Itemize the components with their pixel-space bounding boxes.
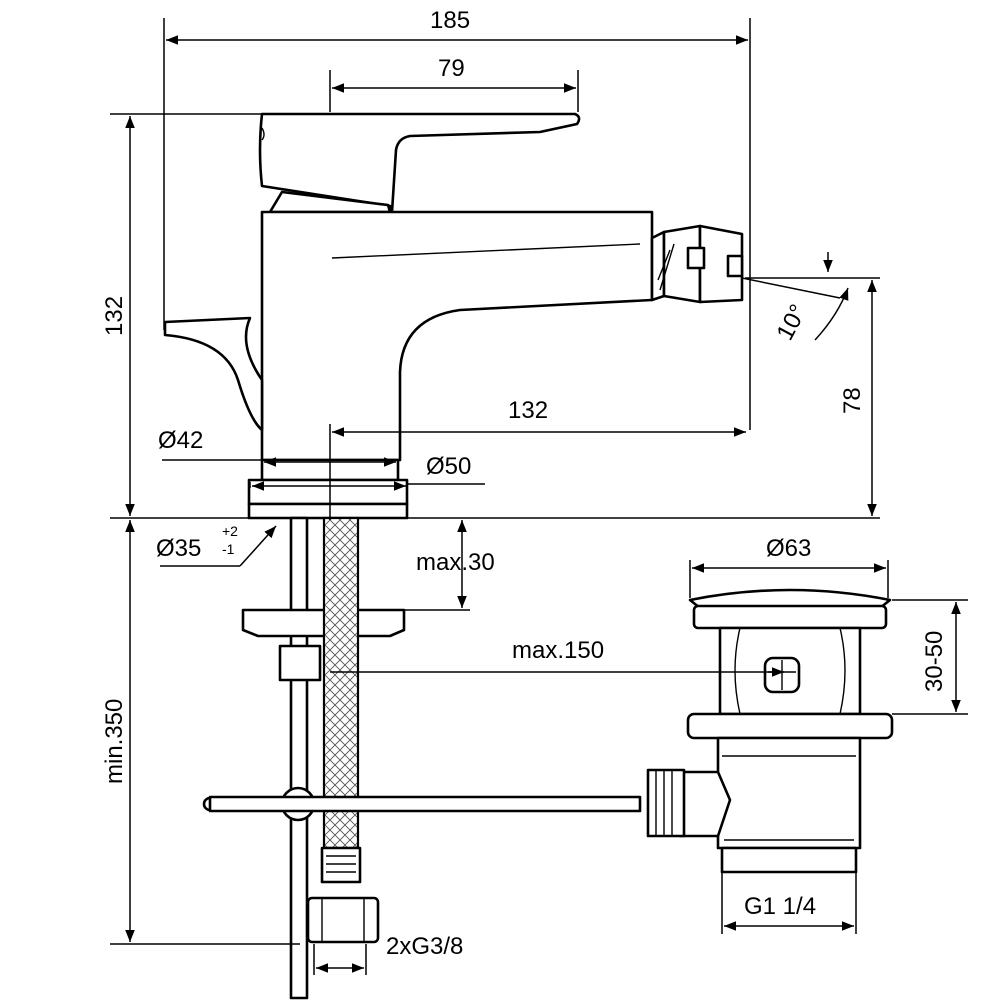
dim-spout-diameter: Ø42 <box>158 427 203 454</box>
dim-waste-adjust: 30-50 <box>921 631 948 692</box>
waste-assembly <box>646 588 894 874</box>
dim-overall-width: 185 <box>430 7 470 34</box>
fixing-nut <box>278 644 322 682</box>
dim-deck-thickness: max.30 <box>416 549 495 576</box>
dim-hose-thread: 2xG3/8 <box>386 933 463 960</box>
pop-up-knob <box>163 316 264 432</box>
bidet-nozzle <box>650 224 744 304</box>
body-shell <box>260 210 654 462</box>
dim-nozzle-height: 78 <box>839 387 866 414</box>
dim-waste-diameter: Ø63 <box>766 535 811 562</box>
deck-washer <box>247 502 409 520</box>
waste-flange <box>686 712 894 740</box>
hose-ferrule <box>320 846 362 884</box>
lever-handle-edge <box>261 127 265 141</box>
base-plate <box>247 478 409 506</box>
hose-nut <box>306 896 380 944</box>
dim-nozzle-angle: 10° <box>771 300 812 345</box>
dimension-labels: 185 79 132 132 78 10° Ø42 Ø50 Ø35 +2 -1 … <box>101 7 948 960</box>
waste-plug <box>688 588 892 610</box>
body-highlight <box>331 243 641 259</box>
dim-hole-tol-minus: -1 <box>222 541 235 557</box>
dim-height: 132 <box>101 296 128 336</box>
waste-connector <box>646 768 686 838</box>
dim-hole-tol-plus: +2 <box>222 523 238 539</box>
lever-handle <box>258 112 581 214</box>
waste-body <box>716 736 862 850</box>
dim-base-diameter: Ø50 <box>426 453 471 480</box>
dimension-lines <box>110 18 968 975</box>
threaded-stud <box>289 516 309 1000</box>
dim-rod-reach: max.150 <box>512 637 604 664</box>
braided-hose <box>306 516 380 944</box>
dim-hole-diameter: Ø35 <box>156 535 201 562</box>
dim-handle-length: 79 <box>438 55 465 82</box>
dim-waste-thread: G1 1/4 <box>744 893 816 920</box>
dim-spout-reach: 132 <box>508 397 548 424</box>
pop-up-rod <box>202 795 642 813</box>
dim-min-connection: min.350 <box>101 699 128 784</box>
